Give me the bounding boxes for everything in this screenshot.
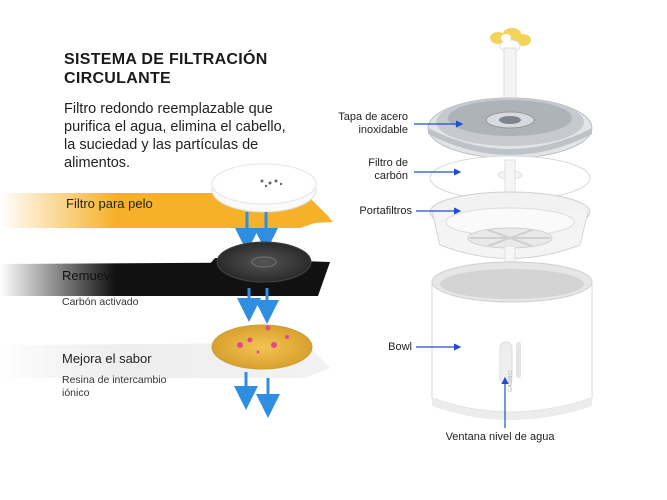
- bowl: [431, 261, 593, 420]
- carbon-disc: [217, 242, 311, 282]
- title-line-2: CIRCULANTE: [64, 70, 171, 87]
- filter-holder: [429, 191, 591, 259]
- callout-filter-holder: Portafiltros: [359, 205, 412, 217]
- water-level-window: [499, 341, 513, 385]
- layer-label-improve-taste: Mejora el sabor: [62, 351, 152, 366]
- stainless-lid: [427, 97, 593, 159]
- resin-particles: [237, 325, 289, 354]
- callout-water-window: Ventana nivel de agua: [445, 431, 555, 443]
- callout-carbon-filter: Filtro de carbón: [368, 157, 408, 182]
- description-text: Filtro redondo reemplazable que purifica…: [64, 101, 286, 171]
- layer-label-remove-particles: Remueve particulas: [62, 268, 177, 283]
- layer-sublabel-ion-exchange-resin: Resina de intercambio iónico: [62, 374, 167, 399]
- hair-filter-holes: [260, 179, 283, 188]
- page-title: SISTEMA DE FILTRACIÓN CIRCULANTE: [64, 50, 268, 88]
- layer-label-hair-filter: Filtro para pelo: [66, 196, 153, 211]
- callout-stainless-lid: Tapa de acero inoxidable: [338, 111, 408, 136]
- layer-sublabel-activated-carbon: Carbón activado: [62, 296, 139, 308]
- resin-disc: [211, 324, 313, 370]
- title-line-1: SISTEMA DE FILTRACIÓN: [64, 51, 268, 68]
- callout-bowl: Bowl: [388, 341, 412, 353]
